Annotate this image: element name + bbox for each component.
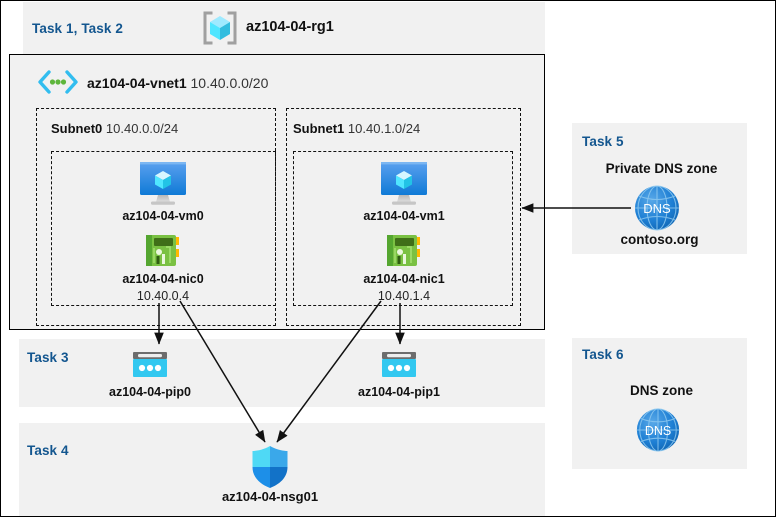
- virtual-network-icon: [37, 69, 79, 95]
- virtual-machine-icon: [134, 160, 192, 206]
- dns-zone-icon: DNS: [634, 406, 682, 454]
- vm0-label: az104-04-vm0: [122, 209, 204, 223]
- dns-zone-icon: DNS: [632, 183, 682, 233]
- network-interface-icon: [142, 232, 184, 270]
- subnet0-inner-box: [51, 151, 276, 306]
- task3-label: Task 3: [27, 350, 69, 365]
- nic1-ip: 10.40.1.4: [377, 289, 431, 303]
- subnet1-name: Subnet1: [293, 121, 345, 136]
- dns-zone-heading: DNS zone: [629, 383, 693, 398]
- task1-task2-panel: [23, 2, 545, 54]
- task1-task2-label: Task 1, Task 2: [32, 21, 123, 36]
- dns-icon-text: DNS: [643, 201, 671, 216]
- subnet0-title: Subnet0 10.40.0.0/24: [51, 121, 178, 136]
- vnet-panel: [9, 54, 545, 330]
- dns-icon-text: DNS: [645, 424, 671, 438]
- pip0-label: az104-04-pip0: [109, 385, 191, 399]
- nsg-label: az104-04-nsg01: [221, 489, 319, 504]
- task6-label: Task 6: [582, 347, 624, 362]
- nic1-label: az104-04-nic1: [363, 272, 445, 286]
- subnet1-inner-box: [293, 151, 513, 306]
- subnet0-cidr: 10.40.0.0/24: [105, 121, 179, 136]
- subnet0-name: Subnet0: [51, 121, 103, 136]
- resource-group-icon: [200, 9, 240, 47]
- private-dns-zone-heading: Private DNS zone: [605, 161, 718, 176]
- vnet-title: az104-04-vnet1 10.40.0.0/20: [87, 75, 268, 91]
- task4-label: Task 4: [27, 443, 69, 458]
- nic0-ip: 10.40.0.4: [136, 289, 190, 303]
- network-security-group-icon: [250, 445, 290, 489]
- task5-label: Task 5: [582, 134, 624, 149]
- public-ip-icon: [130, 350, 170, 382]
- subnet1-cidr: 10.40.1.0/24: [347, 121, 421, 136]
- vm1-label: az104-04-vm1: [363, 209, 445, 223]
- network-interface-icon: [383, 232, 425, 270]
- pip1-label: az104-04-pip1: [358, 385, 440, 399]
- subnet1-box: [286, 108, 521, 326]
- private-dns-zone-name: contoso.org: [620, 232, 699, 247]
- nic0-label: az104-04-nic0: [122, 272, 204, 286]
- vnet-cidr: 10.40.0.0/20: [190, 75, 269, 91]
- vnet-name: az104-04-vnet1: [87, 75, 187, 91]
- subnet1-title: Subnet1 10.40.1.0/24: [293, 121, 420, 136]
- resource-group-name: az104-04-rg1: [246, 19, 334, 35]
- virtual-machine-icon: [375, 160, 433, 206]
- resource-group-name-text: az104-04-rg1: [246, 19, 334, 35]
- public-ip-icon: [379, 350, 419, 382]
